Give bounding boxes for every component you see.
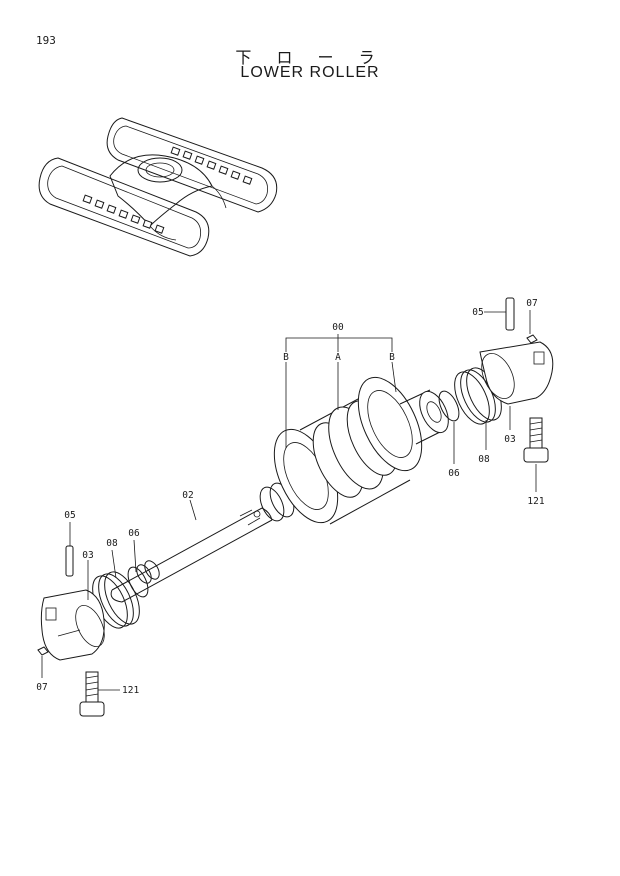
callout-121-left: 121 bbox=[122, 685, 139, 696]
left-pin bbox=[65, 545, 74, 577]
callout-121-right: 121 bbox=[527, 496, 544, 507]
left-bolt bbox=[79, 671, 105, 717]
right-collar bbox=[479, 341, 554, 405]
callout-00: 00 bbox=[332, 322, 344, 333]
right-pin bbox=[505, 297, 515, 331]
callout-06-right: 06 bbox=[448, 468, 460, 479]
callout-b-left: B bbox=[283, 352, 289, 363]
callout-06-left: 06 bbox=[128, 528, 140, 539]
shaft bbox=[110, 507, 273, 603]
leader-lines bbox=[41, 310, 537, 691]
right-floating-seal bbox=[438, 367, 502, 425]
right-plug bbox=[526, 334, 538, 344]
left-plug bbox=[37, 646, 49, 656]
callout-08-left: 08 bbox=[106, 538, 118, 549]
page-number: 193 bbox=[36, 34, 56, 47]
page-title-japanese: 下 ロ ー ラ bbox=[235, 48, 385, 67]
callout-05-right: 05 bbox=[472, 307, 483, 318]
callout-03-left: 03 bbox=[82, 550, 93, 561]
callout-02: 02 bbox=[182, 490, 193, 501]
callout-05-left: 05 bbox=[64, 510, 75, 521]
roller-body bbox=[259, 376, 449, 525]
callout-07-left: 07 bbox=[36, 682, 47, 693]
callout-08-right: 08 bbox=[478, 454, 490, 465]
right-bolt bbox=[523, 417, 549, 463]
callout-03-right: 03 bbox=[504, 434, 515, 445]
page-title: LOWER ROLLER bbox=[240, 64, 380, 81]
callout-b-right: B bbox=[389, 352, 395, 363]
callout-a: A bbox=[335, 352, 341, 363]
undercarriage-overview-sketch bbox=[38, 117, 278, 257]
callout-07-right: 07 bbox=[526, 298, 537, 309]
left-collar bbox=[40, 589, 105, 661]
